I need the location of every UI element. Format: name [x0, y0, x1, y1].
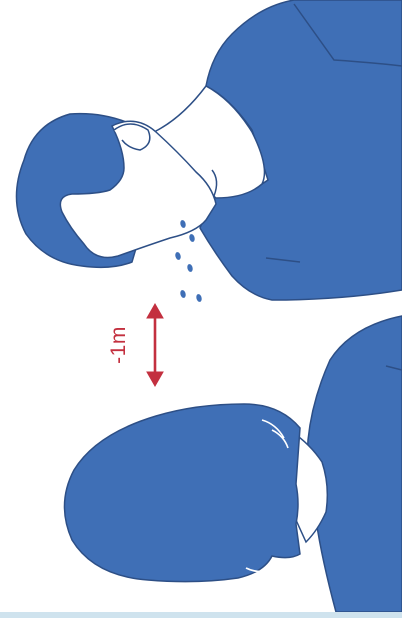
- lower-person-hair: [64, 404, 300, 582]
- distance-label: -1m: [108, 320, 130, 370]
- bottom-rule: [0, 612, 402, 618]
- coughing-person: [16, 0, 402, 300]
- double-headed-arrow-icon: [147, 304, 163, 386]
